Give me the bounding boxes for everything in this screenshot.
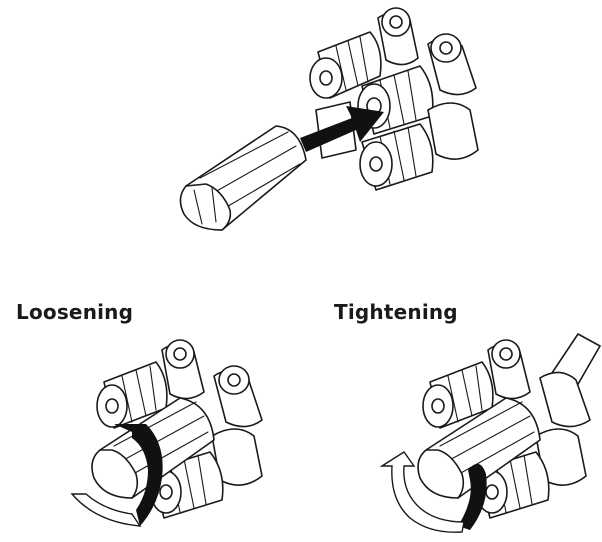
clockwise-arrow-icon <box>458 463 487 530</box>
counterclockwise-arrow-icon <box>114 424 163 526</box>
insert-arrow-icon <box>300 106 384 152</box>
loosening-caption: Loosening <box>16 300 134 324</box>
terminal-block-top <box>309 7 479 191</box>
banana-plug <box>179 125 307 231</box>
tightening-caption: Tightening <box>334 300 458 324</box>
loosening-illustration <box>70 339 263 527</box>
tightening-illustration <box>379 333 601 533</box>
